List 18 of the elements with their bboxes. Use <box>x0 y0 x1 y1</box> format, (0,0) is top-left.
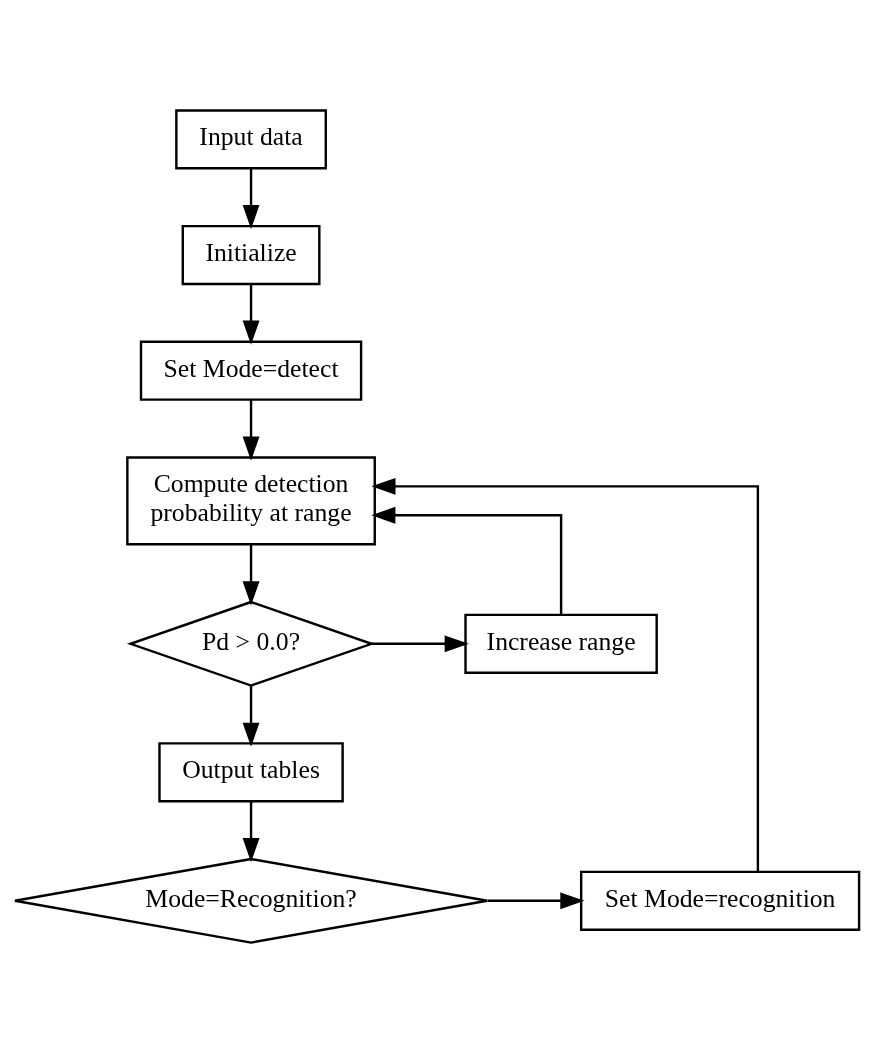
node-box: Output tables <box>158 742 344 803</box>
node-diamond: Mode=Recognition? <box>13 857 489 944</box>
arrow <box>242 168 260 230</box>
arrow <box>371 477 760 872</box>
node-box: Input data <box>175 109 327 170</box>
node-box: Initialize <box>181 224 321 286</box>
arrow <box>242 544 260 606</box>
node-box: Increase range <box>464 613 658 674</box>
arrow <box>487 892 585 910</box>
arrow <box>371 506 563 615</box>
node-box: Set Mode=recognition <box>579 870 861 931</box>
node-box: Set Mode=detect <box>139 340 363 401</box>
arrow <box>242 284 260 345</box>
arrow <box>242 400 260 461</box>
arrow <box>242 801 260 863</box>
node-box: Compute detection probability at range <box>126 456 376 546</box>
arrow <box>242 685 260 747</box>
arrow <box>371 635 469 653</box>
